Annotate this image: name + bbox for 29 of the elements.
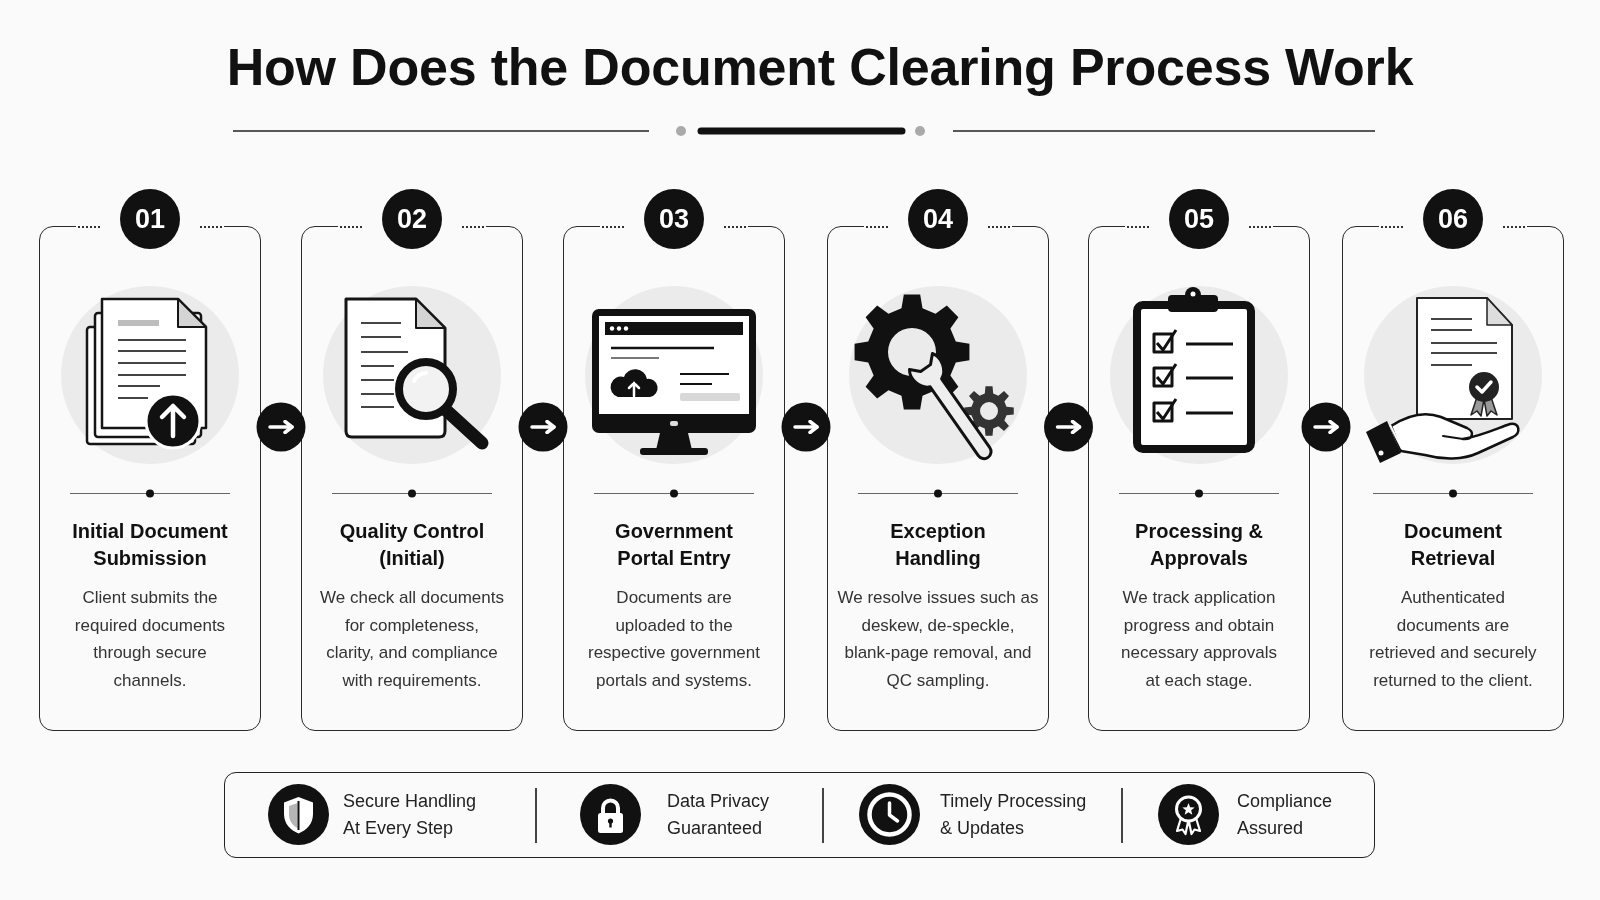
page-title: How Does the Document Clearing Process Work xyxy=(226,37,1414,97)
arrow-connector xyxy=(781,402,831,452)
step-number: 02 xyxy=(382,189,442,249)
arrow-connector xyxy=(518,402,568,452)
feature-label: Timely Processing & Updates xyxy=(940,789,1088,840)
step-description: Documents are uploaded to the respective government portals and systems. xyxy=(587,587,761,692)
step-number: 06 xyxy=(1423,189,1483,249)
step-number: 03 xyxy=(644,189,704,249)
step-title: Processing & Approvals xyxy=(1134,519,1264,571)
step-title: Government Portal Entry xyxy=(614,519,734,571)
step-title: Quality Control (Initial) xyxy=(338,519,486,571)
feature-label: Secure Handling At Every Step xyxy=(343,789,478,840)
step-number: 05 xyxy=(1169,189,1229,249)
step-title: Initial Document Submission xyxy=(71,519,229,571)
feature-label: Data Privacy Guaranteed xyxy=(667,789,771,840)
step-description: Authenticated documents are retrieved and securely returned to the client. xyxy=(1368,587,1538,692)
step-description: We check all documents for completeness, clarity, and compliance with requirements. xyxy=(319,587,505,692)
step-description: Client submits the required documents through secure channels. xyxy=(73,587,227,692)
arrow-connector xyxy=(256,402,306,452)
feature-label: Compliance Assured xyxy=(1237,789,1334,840)
feature-bar xyxy=(224,772,1375,858)
step-title: Document Retrieval xyxy=(1403,519,1503,571)
arrow-connector xyxy=(1301,402,1351,452)
arrow-connector xyxy=(1044,402,1093,452)
step-number: 04 xyxy=(908,189,968,249)
step-description: We resolve issues such as deskew, de-speckle, blank-page removal, and QC sampling. xyxy=(837,587,1039,692)
step-description: We track application progress and obtain necessary approvals at each stage. xyxy=(1120,587,1278,692)
step-number: 01 xyxy=(120,189,180,249)
step-title: Exception Handling xyxy=(889,519,987,571)
